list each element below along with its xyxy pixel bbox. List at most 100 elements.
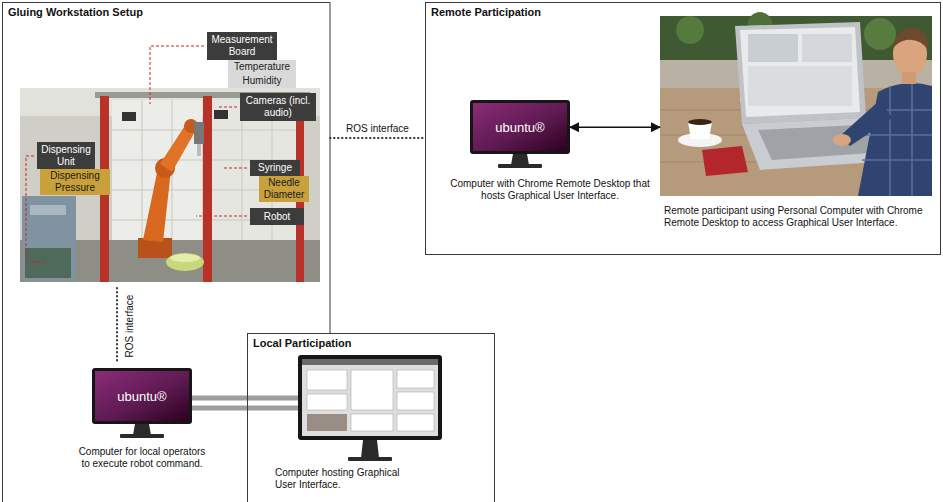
monitor-graphic-part <box>298 355 442 440</box>
monitor-graphic-part <box>361 440 379 458</box>
robot-photo-part <box>166 253 204 271</box>
parameter-tag: Temperature <box>228 60 296 74</box>
monitor-graphic-part <box>133 424 151 435</box>
tag-label: Measurement Board <box>210 34 274 58</box>
arrow-connector <box>570 126 660 128</box>
tag-label: Cameras (incl. audio) <box>243 95 313 119</box>
panel-title: Local Participation <box>248 334 494 353</box>
remote-participant-photo-part <box>802 34 852 62</box>
robot-photo <box>20 88 320 282</box>
robot-photo-part <box>214 110 228 119</box>
component-tag: Measurement Board <box>207 32 277 60</box>
ubuntu-computer: ubuntu®Computer with Chrome Remote Deskt… <box>470 100 570 168</box>
panel-title: Remote Participation <box>426 3 940 22</box>
component-tag: Cameras (incl. audio) <box>240 93 316 121</box>
monitor-graphic-part <box>92 368 192 424</box>
monitor-graphic-part <box>511 154 529 165</box>
component-tag: Robot <box>250 208 304 225</box>
ros-dotted-line <box>116 288 118 364</box>
remote-participant-photo-part <box>902 72 916 84</box>
component-tag: Dispensing Unit <box>37 142 95 169</box>
remote-participant-photo-part <box>833 134 851 146</box>
remote-participant-photo-part <box>862 82 932 196</box>
robot-photo-part <box>203 96 212 282</box>
local-panel: Local ParticipationComputer hosting Grap… <box>247 333 495 502</box>
component-tag: Syringe <box>250 160 300 176</box>
remote-participant-photo-part <box>740 27 860 117</box>
monitor-graphic-part <box>397 414 434 431</box>
remote-participant-photo-part <box>748 34 798 62</box>
robot-photo-part <box>194 122 204 144</box>
caption-text: Computer hosting Graphical User Interfac… <box>275 467 410 491</box>
interface-label: ROS interface <box>124 293 136 360</box>
tag-label: Syringe <box>258 162 292 174</box>
monitor-graphic-part <box>498 164 542 168</box>
caption-text: Remote participant using Personal Comput… <box>664 205 932 229</box>
gui-computer: Computer hosting Graphical User Interfac… <box>298 355 442 461</box>
monitor-graphic-part <box>307 394 347 410</box>
robot-photo-part <box>25 248 71 278</box>
tag-label: Humidity <box>243 75 282 87</box>
leader-line <box>26 46 247 262</box>
robot-photo-part <box>197 144 201 156</box>
caption-text: Computer with Chrome Remote Desktop that… <box>450 178 650 202</box>
tag-label: Temperature <box>234 61 290 73</box>
remote-participant-photo-part <box>702 146 748 176</box>
parameter-tag: Humidity <box>228 74 296 88</box>
robot-photo-part <box>20 88 320 282</box>
remote-participant-photo-part <box>660 16 932 196</box>
tag-label: Dispensing Unit <box>40 144 92 168</box>
os-logo-text: ubuntu® <box>92 389 192 404</box>
leader-line-part <box>196 216 247 217</box>
remote-participant-photo-part <box>858 83 932 196</box>
monitor-graphic-part <box>470 100 570 154</box>
edge-label: ROS interface <box>344 123 411 135</box>
monitor-graphic-part <box>397 392 434 410</box>
monitor-graphic-part <box>348 457 392 461</box>
connector-bar <box>192 406 298 411</box>
remote-participant-photo-part <box>748 66 852 106</box>
monitor-graphic-part <box>120 434 164 438</box>
panel-border <box>330 2 331 333</box>
caption-text: Computer for local operators to execute … <box>75 446 209 470</box>
double-connector <box>192 398 298 408</box>
workstation-panel: Gluing Workstation SetupMeasurement Boar… <box>2 2 330 502</box>
connector-bar <box>192 396 298 401</box>
remote-participant-photo-part <box>688 119 712 125</box>
robot-photo-part <box>143 168 171 242</box>
remote-participant-photo-part <box>864 18 896 50</box>
parameter-tag: Needle Diameter <box>259 176 309 202</box>
monitor-graphic-part <box>302 359 438 365</box>
tag-label: Dispensing Pressure <box>43 170 107 194</box>
monitor-graphic-part <box>397 370 434 388</box>
os-logo-text: ubuntu® <box>470 120 570 135</box>
ubuntu-computer: ubuntu®Computer for local operators to e… <box>92 368 192 438</box>
photo-frame: Remote participant using Personal Comput… <box>660 16 932 196</box>
panel-title: Gluing Workstation Setup <box>3 3 330 22</box>
monitor-graphic-part <box>307 414 347 431</box>
tag-label: Needle Diameter <box>262 177 306 201</box>
robot-photo-part <box>22 196 76 280</box>
monitor-graphic-part <box>351 414 393 431</box>
parameter-tag: Dispensing Pressure <box>40 169 110 195</box>
leader-line-part <box>150 46 204 104</box>
remote-participant-photo-part <box>676 16 704 44</box>
robot-photo-part <box>30 205 66 215</box>
monitor-graphic-part <box>307 370 347 390</box>
robot-photo-part <box>170 254 200 262</box>
monitor-graphic-part <box>302 359 438 436</box>
remote-participant-photo <box>660 12 932 196</box>
monitor-graphic-part <box>351 370 393 410</box>
tag-label: Robot <box>264 211 291 223</box>
remote-participant-photo-part <box>893 28 928 50</box>
remote-participant-photo-part <box>660 16 932 62</box>
robot-photo-part <box>122 112 136 121</box>
leader-line-part <box>219 107 237 108</box>
remote-panel: Remote Participationubuntu®Computer with… <box>425 2 941 255</box>
monitor-graphic <box>298 355 442 461</box>
remote-participant-photo-part <box>735 22 866 124</box>
leader-line-part <box>222 168 247 169</box>
ros-dotted-line <box>330 137 425 139</box>
